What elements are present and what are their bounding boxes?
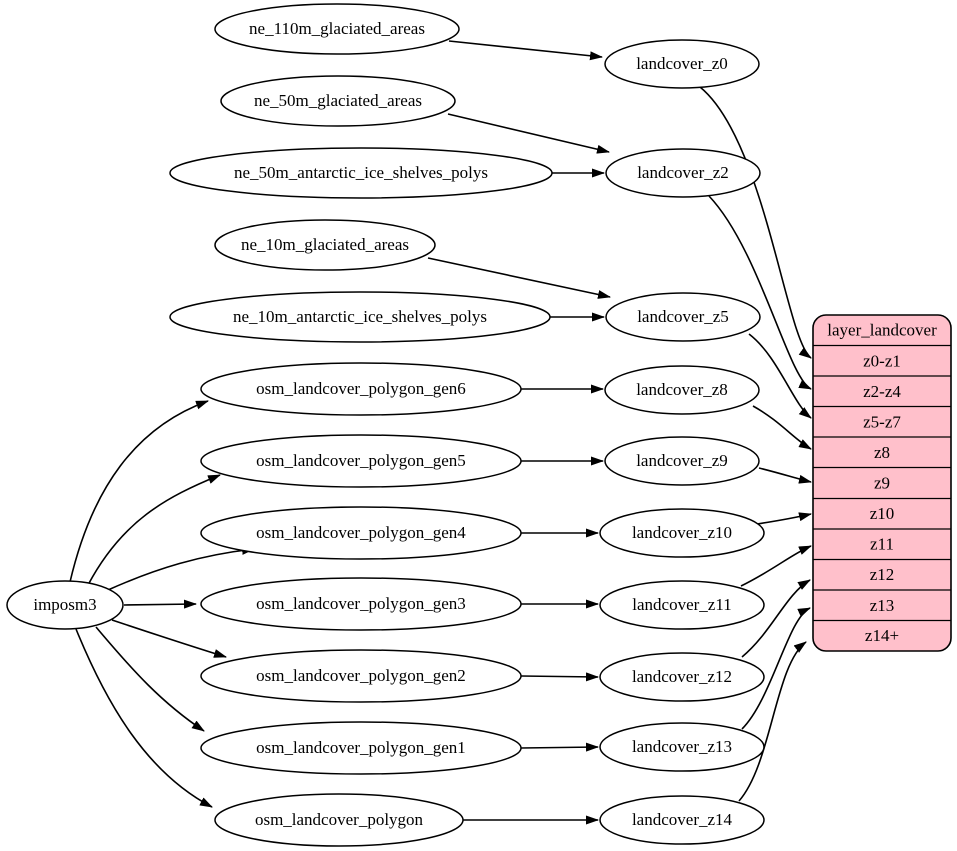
- node-landcover-z2: landcover_z2: [605, 148, 761, 198]
- record-row-z14plus: z14+: [865, 626, 899, 645]
- edge-gen1-z13: [520, 742, 599, 752]
- edge-imposm3-gen1: [95, 626, 205, 732]
- node-imposm3-label: imposm3: [33, 595, 96, 614]
- node-label: landcover_z2: [637, 163, 729, 182]
- node-osm-landcover-polygon-gen4: osm_landcover_polygon_gen4: [200, 506, 522, 560]
- edge-z9-row: [758, 467, 812, 484]
- node-osm-landcover-polygon-gen1: osm_landcover_polygon_gen1: [200, 721, 522, 775]
- node-ne-50m-antarctic-ice-shelves-polys: ne_50m_antarctic_ice_shelves_polys: [169, 147, 553, 199]
- node-label: landcover_z14: [632, 810, 733, 829]
- edge-imposm3-gen6: [69, 400, 209, 583]
- node-landcover-z13: landcover_z13: [599, 722, 765, 772]
- node-label: ne_50m_antarctic_ice_shelves_polys: [234, 163, 488, 182]
- record-row-z11: z11: [870, 535, 894, 554]
- node-landcover-z10: landcover_z10: [599, 508, 765, 558]
- node-label: ne_10m_antarctic_ice_shelves_polys: [233, 307, 487, 326]
- node-label: osm_landcover_polygon_gen6: [256, 379, 466, 398]
- edge-ne50mg-z2: [447, 113, 610, 154]
- node-ne-10m-glaciated-areas: ne_10m_glaciated_areas: [214, 219, 436, 271]
- node-label: landcover_z11: [632, 595, 731, 614]
- node-landcover-z5: landcover_z5: [605, 292, 761, 342]
- node-ne-10m-antarctic-ice-shelves-polys: ne_10m_antarctic_ice_shelves_polys: [169, 291, 551, 343]
- node-label: ne_110m_glaciated_areas: [249, 19, 425, 38]
- node-label: osm_landcover_polygon: [255, 810, 424, 829]
- edge-z11-row: [740, 545, 812, 587]
- node-landcover-z9: landcover_z9: [604, 436, 760, 486]
- record-row-z13: z13: [870, 596, 895, 615]
- record-layer-landcover: layer_landcover z0-z1 z2-z4 z5-z7 z8 z9 …: [812, 314, 952, 652]
- node-label: landcover_z9: [636, 451, 728, 470]
- node-osm-landcover-polygon-gen6: osm_landcover_polygon_gen6: [200, 362, 522, 416]
- edges-layer: [69, 40, 812, 825]
- edge-ne110m-z0: [448, 40, 603, 61]
- edge-imposm3-gen2: [111, 619, 227, 658]
- edge-z2-row: [708, 195, 812, 390]
- edge-imposm3-gen3: [123, 599, 197, 609]
- record-row-z10: z10: [870, 504, 895, 523]
- node-label: osm_landcover_polygon_gen2: [256, 666, 466, 685]
- record-title: layer_landcover: [827, 321, 937, 340]
- edge-z0-row: [699, 86, 812, 359]
- node-landcover-z8: landcover_z8: [604, 365, 760, 415]
- node-label: landcover_z5: [637, 307, 729, 326]
- record-row-z5-z7: z5-z7: [863, 413, 901, 432]
- edge-gen2-z12: [520, 672, 599, 682]
- node-imposm3: imposm3: [6, 580, 124, 630]
- node-landcover-z11: landcover_z11: [599, 580, 765, 630]
- node-osm-landcover-polygon: osm_landcover_polygon: [214, 793, 464, 847]
- node-osm-landcover-polygon-gen3: osm_landcover_polygon_gen3: [200, 577, 522, 631]
- edge-imposm3-gen4: [107, 545, 255, 591]
- edge-z5-row: [748, 333, 812, 419]
- node-label: landcover_z13: [632, 737, 732, 756]
- edge-z12-row: [741, 579, 811, 658]
- node-label: osm_landcover_polygon_gen3: [256, 594, 466, 613]
- node-label: ne_10m_glaciated_areas: [241, 235, 409, 254]
- edge-z14-row: [738, 641, 807, 802]
- node-label: osm_landcover_polygon_gen1: [256, 738, 466, 757]
- node-label: ne_50m_glaciated_areas: [254, 91, 422, 110]
- edge-imposm3-gen5: [87, 474, 221, 586]
- node-label: osm_landcover_polygon_gen4: [256, 523, 466, 542]
- record-row-z8: z8: [874, 443, 890, 462]
- node-osm-landcover-polygon-gen2: osm_landcover_polygon_gen2: [200, 649, 522, 703]
- node-ne-50m-glaciated-areas: ne_50m_glaciated_areas: [220, 75, 456, 127]
- node-landcover-z14: landcover_z14: [599, 795, 765, 845]
- record-row-z12: z12: [870, 565, 895, 584]
- edge-imposm3-polygon: [75, 628, 213, 808]
- node-landcover-z0: landcover_z0: [604, 39, 760, 89]
- record-row-z2-z4: z2-z4: [863, 382, 901, 401]
- edge-ne10mg-z5: [427, 257, 611, 299]
- node-landcover-z12: landcover_z12: [599, 652, 765, 702]
- node-label: osm_landcover_polygon_gen5: [256, 451, 466, 470]
- node-label: landcover_z0: [636, 54, 728, 73]
- edge-z13-row: [741, 607, 811, 730]
- record-background: [812, 314, 952, 652]
- record-row-z0-z1: z0-z1: [863, 352, 901, 371]
- node-ne-110m-glaciated-areas: ne_110m_glaciated_areas: [214, 3, 460, 55]
- edge-z8-row: [752, 405, 812, 450]
- node-label: landcover_z10: [632, 523, 732, 542]
- node-label: landcover_z12: [632, 667, 732, 686]
- edge-z10-row: [756, 512, 812, 525]
- node-osm-landcover-polygon-gen5: osm_landcover_polygon_gen5: [200, 434, 522, 488]
- node-label: landcover_z8: [636, 380, 728, 399]
- record-row-z9: z9: [874, 474, 890, 493]
